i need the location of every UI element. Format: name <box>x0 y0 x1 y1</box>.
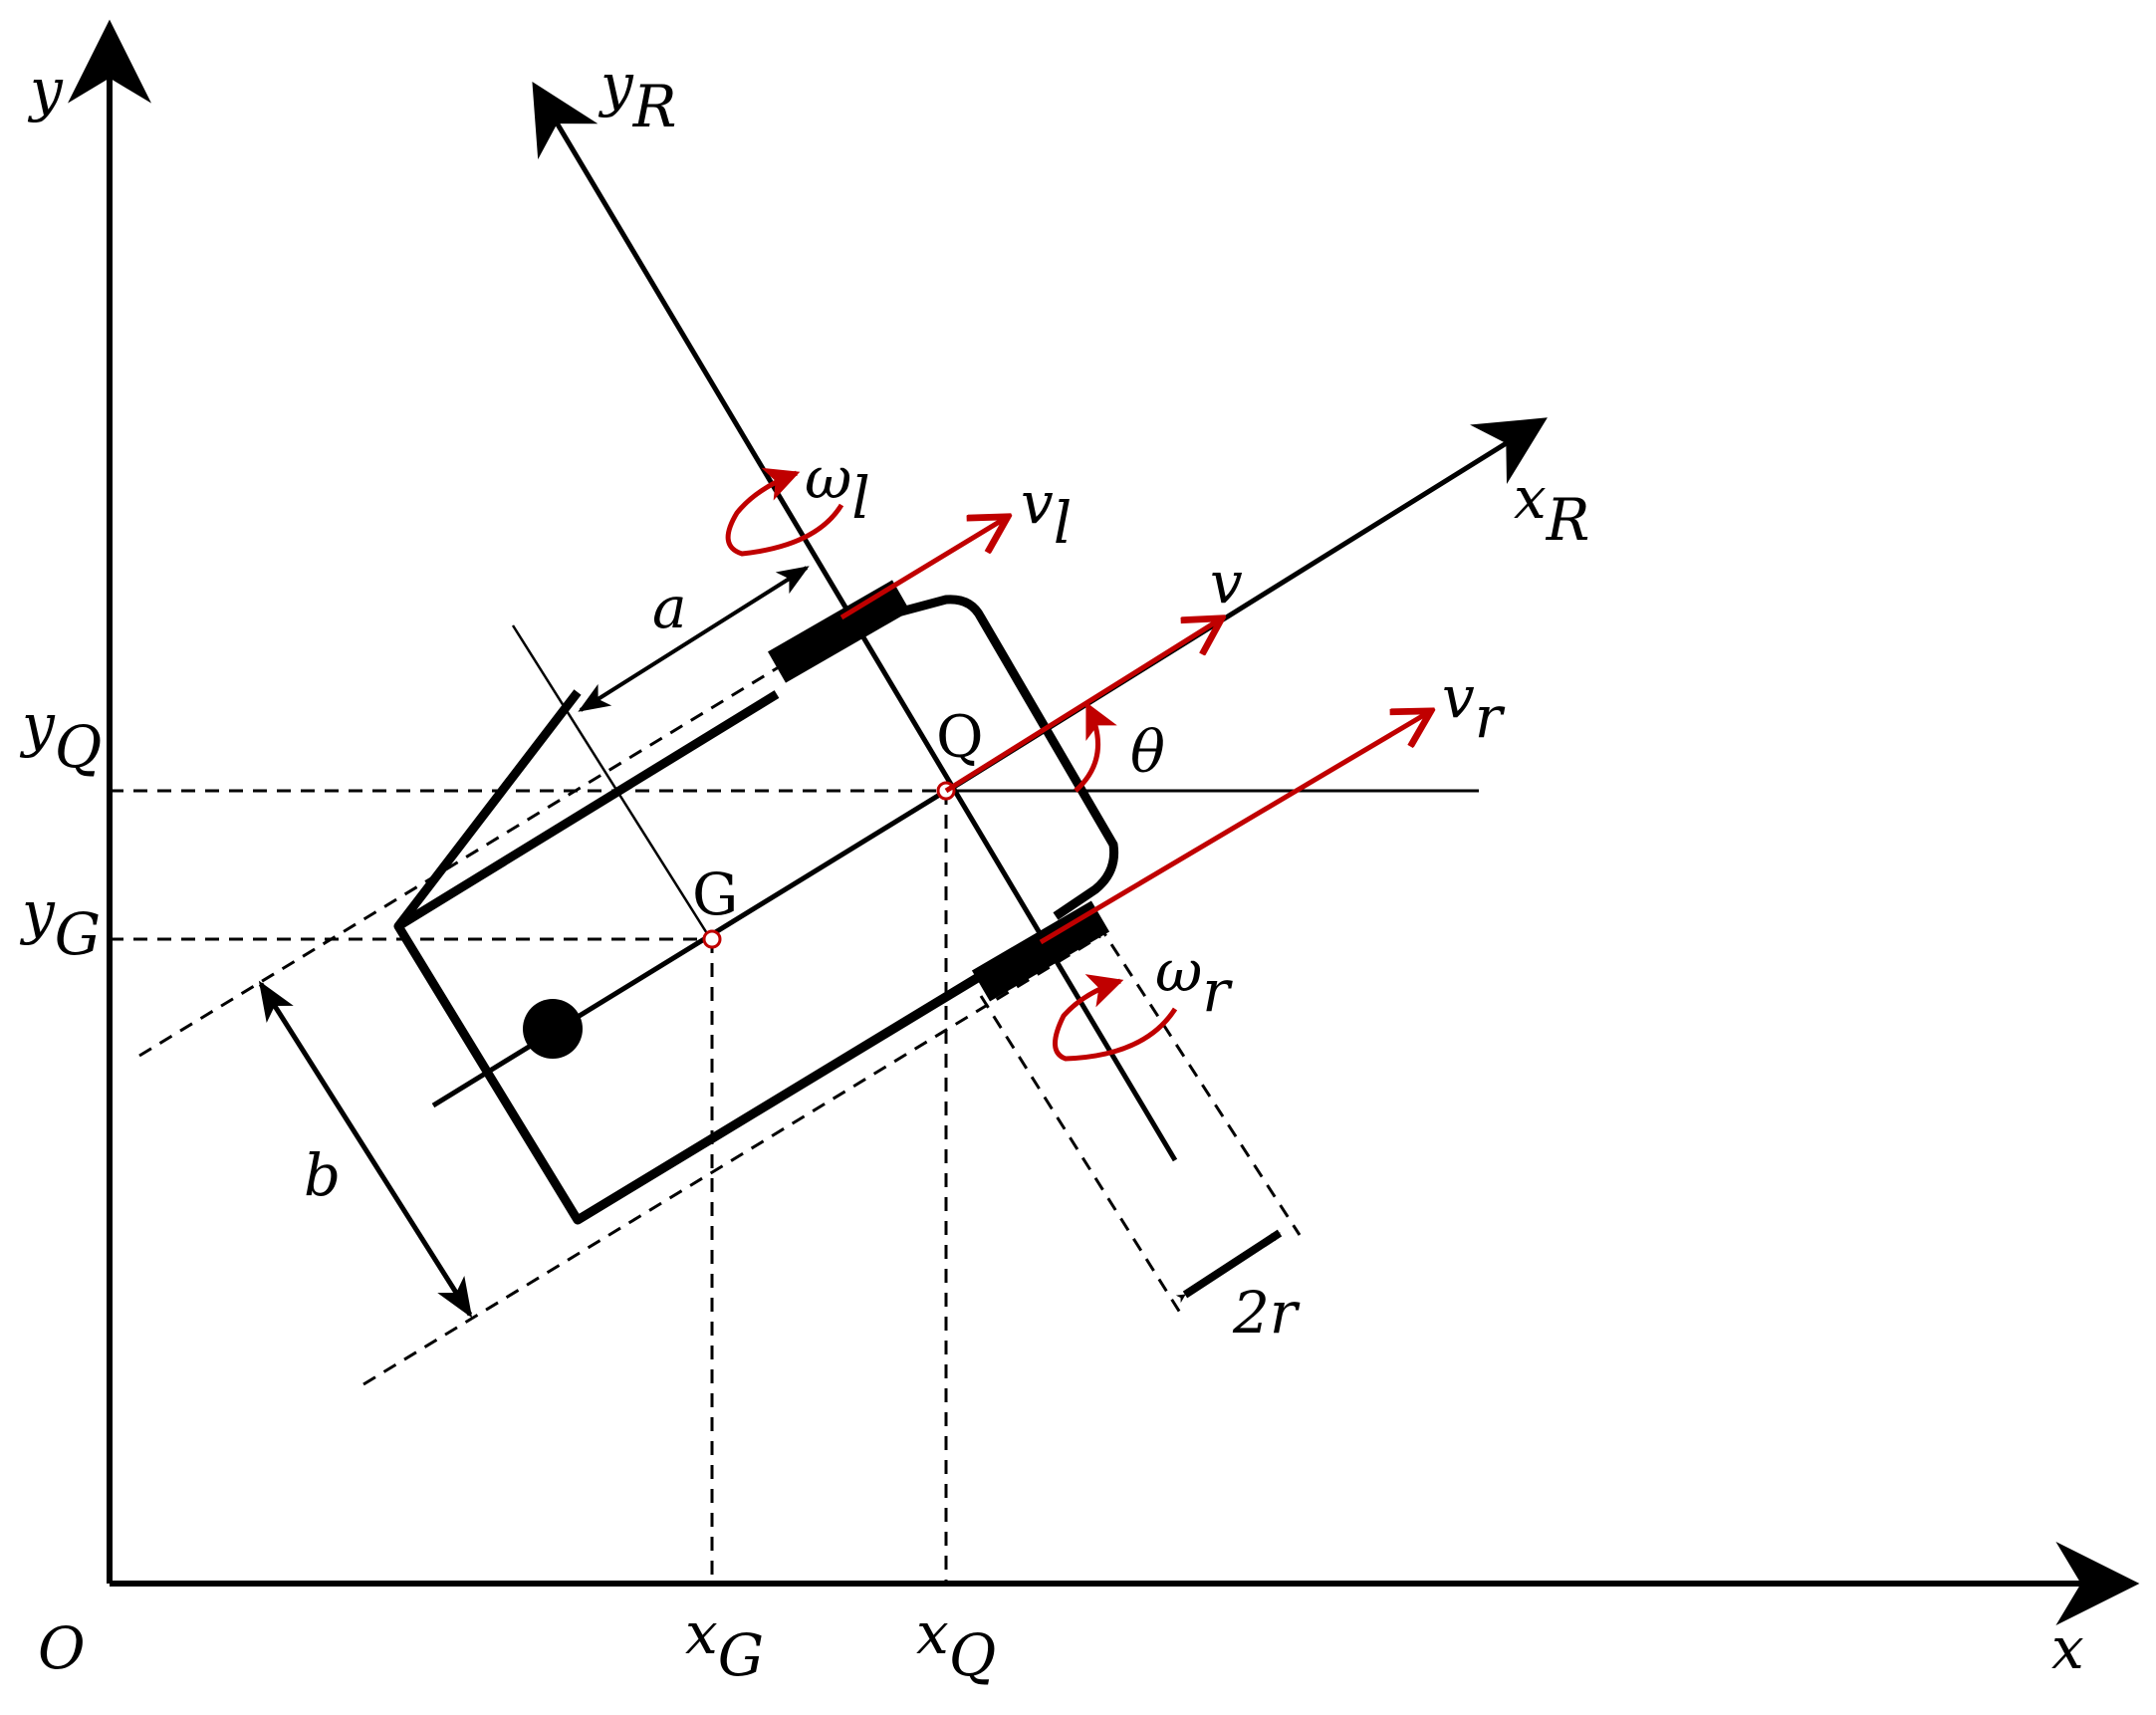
label-omega-l-sub: l <box>851 464 870 532</box>
dimension-a-arrow <box>578 566 810 712</box>
label-xG: xG <box>685 1599 764 1689</box>
body-top-edge <box>395 690 780 930</box>
label-vl: vl <box>1021 469 1072 557</box>
dimension-b-arrow <box>258 980 473 1319</box>
label-yG: yG <box>19 878 101 968</box>
body-bottom-edge <box>575 972 984 1224</box>
label-xR-sub: R <box>1546 486 1590 554</box>
label-omega-l-base: ω <box>805 444 851 512</box>
label-v: v <box>1210 549 1243 616</box>
label-xR: xR <box>1514 464 1589 554</box>
caster-wheel <box>523 999 583 1059</box>
body-guide-bottom <box>362 934 1101 1386</box>
dimensions <box>258 566 1283 1319</box>
v-vector <box>944 619 1220 794</box>
label-yG-base: y <box>19 878 56 946</box>
label-xG-sub: G <box>718 1621 764 1689</box>
label-vr-sub: r <box>1475 683 1506 751</box>
theta-arc <box>1074 701 1117 793</box>
label-xQ-sub: Q <box>949 1621 997 1689</box>
g-perpendicular <box>511 624 717 947</box>
label-yR: yR <box>598 51 676 140</box>
body-guide-top <box>138 663 783 1058</box>
vl-vector <box>839 518 1006 620</box>
label-yR-sub: R <box>632 73 677 140</box>
label-a: a <box>652 574 687 641</box>
world-axes <box>68 19 2140 1625</box>
label-yG-sub: G <box>55 900 101 968</box>
label-yQ-base: y <box>19 691 56 759</box>
body-centerline <box>431 788 948 1108</box>
label-point-Q: Q <box>936 703 984 771</box>
label-point-G: G <box>692 860 738 928</box>
labels: O x y yR xR yQ yG xG xQ Q G θ a b 2r v v… <box>19 51 2084 1689</box>
omega-r-rotation <box>1053 974 1178 1062</box>
dimension-2r-arrow <box>1175 1229 1283 1304</box>
wheel-guide-2 <box>1096 923 1302 1236</box>
label-xQ: xQ <box>916 1599 996 1689</box>
robot-body <box>393 580 1119 1225</box>
point-G-marker <box>702 929 722 949</box>
omega-l-rotation <box>725 467 844 557</box>
label-omega-r-base: ω <box>1155 937 1202 1005</box>
label-b: b <box>304 1141 341 1209</box>
label-theta: θ <box>1130 718 1165 786</box>
vr-vector <box>1039 712 1429 945</box>
label-vr-base: v <box>1442 663 1475 731</box>
label-x-axis: x <box>2051 1614 2084 1682</box>
label-xG-base: x <box>685 1599 718 1667</box>
label-omega-r: ωr <box>1155 937 1233 1025</box>
label-vl-base: v <box>1021 469 1054 537</box>
label-vl-sub: l <box>1054 489 1073 557</box>
label-omega-r-sub: r <box>1202 957 1233 1025</box>
label-xQ-base: x <box>916 1599 949 1667</box>
wheel-guide-1 <box>979 995 1182 1314</box>
velocities <box>725 467 1429 1062</box>
left-wheel <box>768 580 910 683</box>
label-xR-base: x <box>1514 464 1547 532</box>
label-yQ: yQ <box>19 691 102 781</box>
label-yR-base: y <box>598 51 634 119</box>
label-y-axis: y <box>27 56 64 123</box>
projection-lines <box>110 663 1302 1584</box>
label-vr: vr <box>1442 663 1506 751</box>
label-2r: 2r <box>1232 1279 1301 1347</box>
right-wheel <box>971 900 1110 1002</box>
label-omega-l: ωl <box>805 444 870 532</box>
label-yQ-sub: Q <box>55 713 103 781</box>
label-origin: O <box>38 1614 86 1682</box>
